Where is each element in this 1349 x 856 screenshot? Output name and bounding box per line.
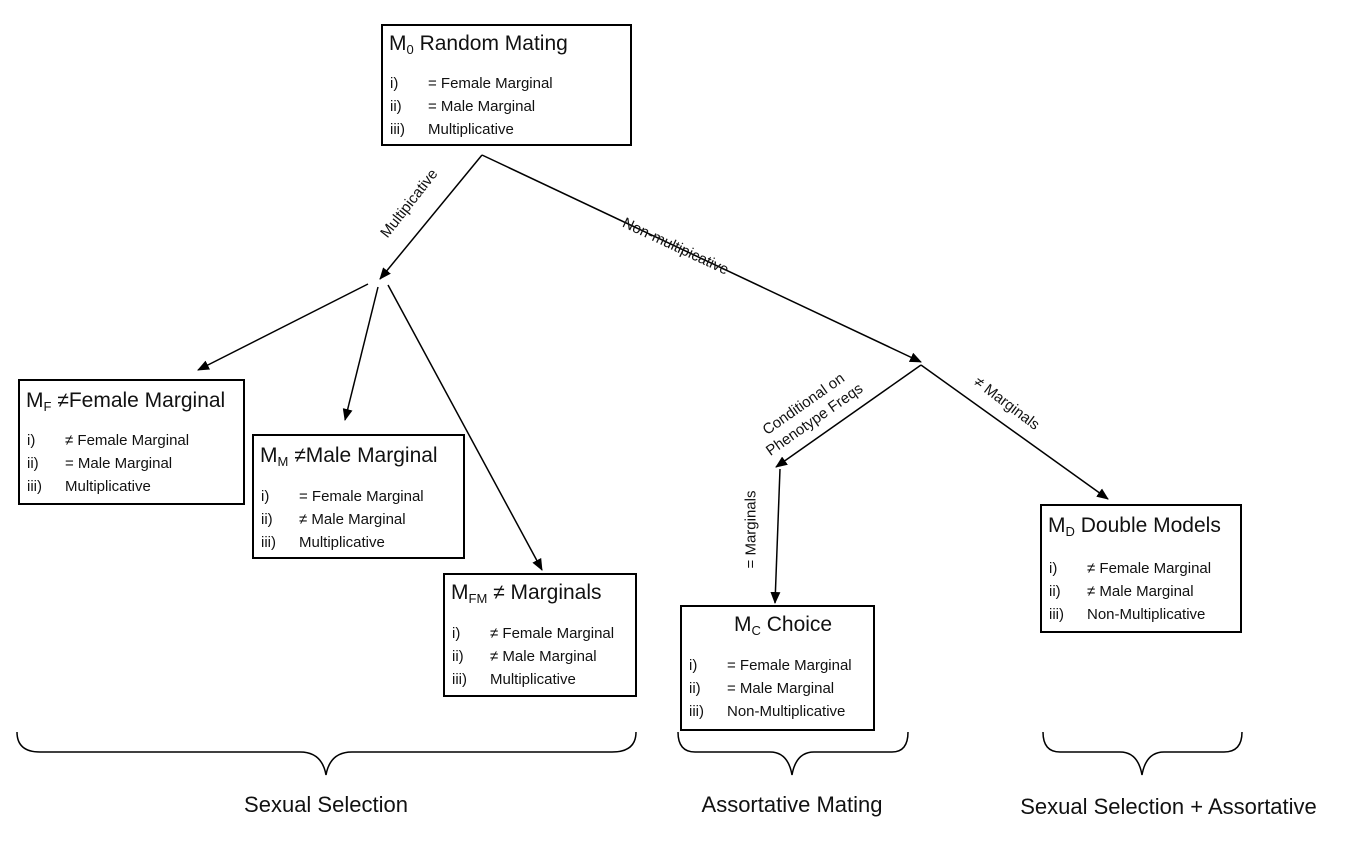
- node-title: MC Choice: [734, 613, 833, 638]
- edge-root-to-non-multiplicative: [481, 154, 922, 363]
- list-item: ii)= Male Marginal: [390, 98, 536, 115]
- group-label-sexual-selection: Sexual Selection: [244, 792, 408, 817]
- list-item: ii)≠ Male Marginal: [452, 648, 597, 665]
- node-title: MFM ≠ Marginals: [451, 581, 602, 606]
- list-item: i)≠ Female Marginal: [27, 432, 190, 449]
- edge-to-mm: [342, 286, 379, 421]
- brace-sexual-selection: [16, 731, 637, 776]
- group-label-assortative-mating: Assortative Mating: [701, 792, 883, 817]
- list-item: i)≠ Female Marginal: [452, 625, 615, 642]
- edge-to-md: [920, 364, 1109, 500]
- list-item: iii)Multiplicative: [27, 478, 151, 495]
- node-title: M0 Random Mating: [389, 32, 568, 57]
- title-subscript: 0: [406, 42, 414, 57]
- list-item: i)≠ Female Marginal: [1049, 560, 1212, 577]
- list-item: i)= Female Marginal: [261, 488, 424, 505]
- node-female-marginal: MF ≠Female Marginal i)≠ Female Marginal …: [18, 379, 245, 505]
- list-item: iii)Multiplicative: [261, 534, 385, 551]
- list-item: iii)Multiplicative: [452, 671, 576, 688]
- edge-label-eq-marginals: = Marginals: [742, 490, 760, 569]
- title-text: Random Mating: [419, 32, 568, 55]
- node-title: MD Double Models: [1048, 514, 1221, 539]
- edge-to-mf: [197, 283, 369, 371]
- brace-combined: [1042, 731, 1243, 776]
- node-random-mating: M0 Random Mating i)= Female Marginal ii)…: [381, 24, 632, 146]
- list-item: iii)Non-Multiplicative: [1049, 606, 1206, 623]
- node-title: MF ≠Female Marginal: [26, 389, 226, 414]
- node-title: MM ≠Male Marginal: [260, 444, 438, 469]
- edge-root-to-multiplicative: [379, 154, 483, 280]
- list-item: ii)≠ Male Marginal: [1049, 583, 1194, 600]
- brace-assortative-mating: [677, 731, 909, 776]
- list-item: iii)Multiplicative: [390, 121, 514, 138]
- node-male-marginal: MM ≠Male Marginal i)= Female Marginal ii…: [252, 434, 465, 559]
- edge-to-mfm: [387, 284, 543, 571]
- node-marginals: MFM ≠ Marginals i)≠ Female Marginal ii)≠…: [443, 573, 637, 697]
- node-double-models: MD Double Models i)≠ Female Marginal ii)…: [1040, 504, 1242, 633]
- node-choice: MC Choice i)= Female Marginal ii)= Male …: [680, 605, 875, 731]
- group-label-combined: Sexual Selection + Assortative: [1020, 794, 1317, 819]
- list-item: ii)= Male Marginal: [27, 455, 173, 472]
- list-item: iii)Non-Multiplicative: [689, 703, 846, 720]
- edge-to-mc: [770, 468, 781, 604]
- edge-to-conditional: [775, 364, 922, 468]
- list-item: ii)≠ Male Marginal: [261, 511, 406, 528]
- list-item: i)= Female Marginal: [390, 75, 553, 92]
- title-letter: M: [389, 32, 407, 55]
- list-item: i)= Female Marginal: [689, 657, 852, 674]
- list-item: ii)= Male Marginal: [689, 680, 835, 697]
